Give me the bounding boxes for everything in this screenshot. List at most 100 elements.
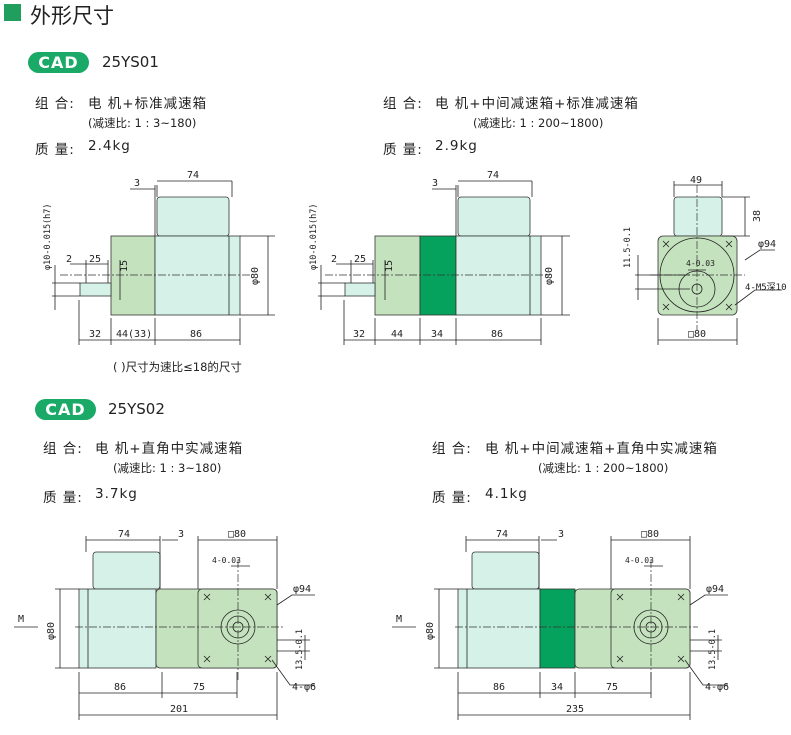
dim-label: 2 xyxy=(66,254,72,265)
dim-label: 74 xyxy=(487,170,499,181)
dim-label: 34 xyxy=(551,682,563,693)
mass-value: 3.7kg xyxy=(95,486,138,502)
dim-label: 4-φ6 xyxy=(705,682,729,693)
dim-label: 25 xyxy=(354,254,366,265)
dim-label: □80 xyxy=(228,529,246,540)
combo-label: 组 合: xyxy=(432,441,472,457)
dim-label: 11.5-0.1 xyxy=(623,227,633,268)
combo-value: 电 机+直角中实减速箱 xyxy=(95,441,244,457)
dim-label: 3 xyxy=(178,529,184,540)
combo-label: 组 合: xyxy=(35,96,75,112)
mass-value: 2.9kg xyxy=(435,138,478,154)
dim-label: 75 xyxy=(193,682,205,693)
ratio-range: (减速比: 1 : 3~180) xyxy=(88,116,197,130)
drawing-25ys02-intermediate: M 74 3 □80 4-0.03 φ94 φ80 13.5-0.1 4-φ6 … xyxy=(392,529,729,720)
drawing-25ys01-intermediate: 3 74 φ80 φ10-0.015(h7) 2 25 15 32 44 34 … xyxy=(309,170,570,345)
ratio-range: (减速比: 1 : 200~1800) xyxy=(538,461,669,475)
ratio-range: (减速比: 1 : 3~180) xyxy=(113,461,222,475)
dim-label: φ94 xyxy=(293,584,311,595)
dim-label: 201 xyxy=(170,704,188,715)
combo-value: 电 机+中间减速箱+直角中实减速箱 xyxy=(485,441,718,457)
combo-value: 电 机+中间减速箱+标准减速箱 xyxy=(435,96,639,112)
dim-label: 15 xyxy=(119,260,130,272)
dim-label: 4-φ6 xyxy=(292,682,316,693)
terminal-box xyxy=(673,196,723,237)
terminal-box xyxy=(92,551,161,590)
dim-label: φ10-0.015(h7) xyxy=(43,203,53,270)
gearbox xyxy=(110,235,156,316)
mass-label: 质 量: xyxy=(43,490,83,506)
dim-label: 74 xyxy=(496,529,508,540)
dim-label: 38 xyxy=(752,210,763,222)
dim-label: 86 xyxy=(491,329,503,340)
dim-label: 13.5-0.1 xyxy=(295,629,305,670)
motor-body xyxy=(154,235,241,316)
combo-label: 组 合: xyxy=(383,96,423,112)
dim-label: 2 xyxy=(331,254,337,265)
gearbox xyxy=(374,235,421,316)
dim-label: 4-M5深10 xyxy=(745,282,787,293)
dim-label: 32 xyxy=(353,329,365,340)
dim-label: 15 xyxy=(384,260,395,272)
dim-label: 44 xyxy=(391,329,403,340)
drawing-end-view: 49 38 φ94 4-0.03 11.5-0.1 4-M5深10 □80 xyxy=(623,175,787,345)
dim-label: 25 xyxy=(89,254,101,265)
dim-label: φ94 xyxy=(758,239,776,250)
dim-label: 4-0.03 xyxy=(686,259,715,268)
dim-label: 49 xyxy=(690,175,702,186)
dim-label: 74 xyxy=(187,170,199,181)
cad-download-button[interactable]: CAD xyxy=(35,399,96,420)
intermediate-gearbox xyxy=(419,235,457,316)
dim-label: □80 xyxy=(688,329,706,340)
drawing-25ys01-standard: 3 74 φ80 φ10-0.015(h7) 2 25 15 32 44(33)… xyxy=(43,170,275,345)
output-shaft xyxy=(79,282,112,297)
terminal-box xyxy=(457,196,531,237)
dim-label: 74 xyxy=(118,529,130,540)
dim-label: M xyxy=(18,614,24,625)
mass-label: 质 量: xyxy=(383,142,423,158)
title-marker xyxy=(4,4,21,21)
dim-label: 34 xyxy=(431,329,443,340)
dim-label: φ10-0.015(h7) xyxy=(309,203,319,270)
dim-label: 44(33) xyxy=(116,329,152,340)
output-shaft xyxy=(344,282,376,297)
terminal-box xyxy=(471,551,540,590)
dim-label: φ80 xyxy=(46,622,57,640)
gearbox-face xyxy=(610,588,691,669)
mass-value: 2.4kg xyxy=(88,138,131,154)
drawing-25ys02-right-angle: M 74 3 □80 4-0.03 φ94 φ80 13.5-0.1 4-φ6 … xyxy=(14,529,316,720)
dim-label: 86 xyxy=(190,329,202,340)
dim-label: 3 xyxy=(558,529,564,540)
dim-label: □80 xyxy=(641,529,659,540)
dim-label: 32 xyxy=(89,329,101,340)
dim-label: φ94 xyxy=(706,584,724,595)
dim-label: 4-0.03 xyxy=(625,556,654,565)
mass-label: 质 量: xyxy=(432,490,472,506)
model-name: 25YS02 xyxy=(108,400,165,418)
motor-body xyxy=(457,588,541,669)
dim-label: 4-0.03 xyxy=(212,556,241,565)
motor-body xyxy=(78,588,157,669)
dim-label: 86 xyxy=(493,682,505,693)
dim-label: 86 xyxy=(114,682,126,693)
motor-body xyxy=(455,235,542,316)
terminal-box xyxy=(156,196,230,237)
dim-label: M xyxy=(396,614,402,625)
dim-label: 75 xyxy=(606,682,618,693)
combo-value: 电 机+标准减速箱 xyxy=(88,96,208,112)
combo-label: 组 合: xyxy=(43,441,83,457)
dim-label: φ80 xyxy=(544,267,555,285)
mass-value: 4.1kg xyxy=(485,486,528,502)
gearbox-face xyxy=(197,588,278,669)
dimension-note: ( )尺寸为速比≤18的尺寸 xyxy=(113,360,242,374)
cad-download-button[interactable]: CAD xyxy=(28,52,89,73)
model-name: 25YS01 xyxy=(102,53,159,71)
dim-label: 3 xyxy=(432,178,438,189)
ratio-range: (减速比: 1 : 200~1800) xyxy=(473,116,604,130)
dim-label: 3 xyxy=(134,178,140,189)
dim-label: φ80 xyxy=(425,622,436,640)
gearbox-face xyxy=(657,235,738,316)
mass-label: 质 量: xyxy=(35,142,75,158)
